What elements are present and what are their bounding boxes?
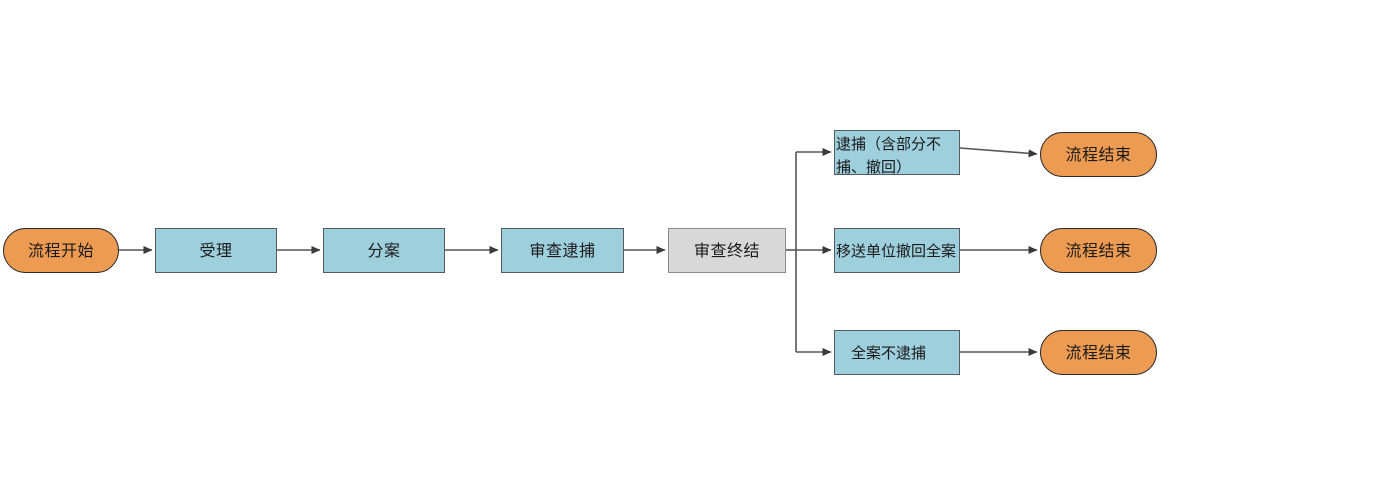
node-branch-daibu-label: 逮捕（含部分不捕、撤回） xyxy=(836,135,942,176)
node-shencha-zhongjie-label: 审查终结 xyxy=(693,240,760,260)
node-branch-quanan-budaibu-label: 全案不逮捕 xyxy=(851,343,927,362)
node-fenan-label: 分案 xyxy=(367,240,401,260)
edge-zhongjie-branch-trunk xyxy=(786,152,797,352)
node-start-label: 流程开始 xyxy=(27,240,94,260)
node-shouli[interactable]: 受理 xyxy=(155,228,277,273)
node-end-1[interactable]: 流程结束 xyxy=(1040,132,1157,177)
node-end-3[interactable]: 流程结束 xyxy=(1040,330,1157,375)
node-end-2-label: 流程结束 xyxy=(1065,240,1132,260)
node-shencha-daibu-label: 审查逮捕 xyxy=(529,240,596,260)
node-branch-daibu[interactable]: 逮捕（含部分不捕、撤回） xyxy=(834,130,960,176)
node-end-2[interactable]: 流程结束 xyxy=(1040,228,1157,273)
node-branch-quanan-budaibu[interactable]: 全案不逮捕 xyxy=(834,330,960,375)
node-shencha-zhongjie[interactable]: 审查终结 xyxy=(668,228,786,273)
node-start[interactable]: 流程开始 xyxy=(3,228,119,273)
node-branch-yisong-chehui-label: 移送单位撤回全案 xyxy=(836,241,957,260)
edge-branch1-to-end1 xyxy=(959,147,1038,158)
node-end-3-label: 流程结束 xyxy=(1065,342,1132,362)
node-branch-yisong-chehui[interactable]: 移送单位撤回全案 xyxy=(834,228,960,273)
node-fenan[interactable]: 分案 xyxy=(323,228,445,273)
node-shouli-label: 受理 xyxy=(199,240,233,260)
node-end-1-label: 流程结束 xyxy=(1065,144,1132,164)
node-shencha-daibu[interactable]: 审查逮捕 xyxy=(501,228,624,273)
